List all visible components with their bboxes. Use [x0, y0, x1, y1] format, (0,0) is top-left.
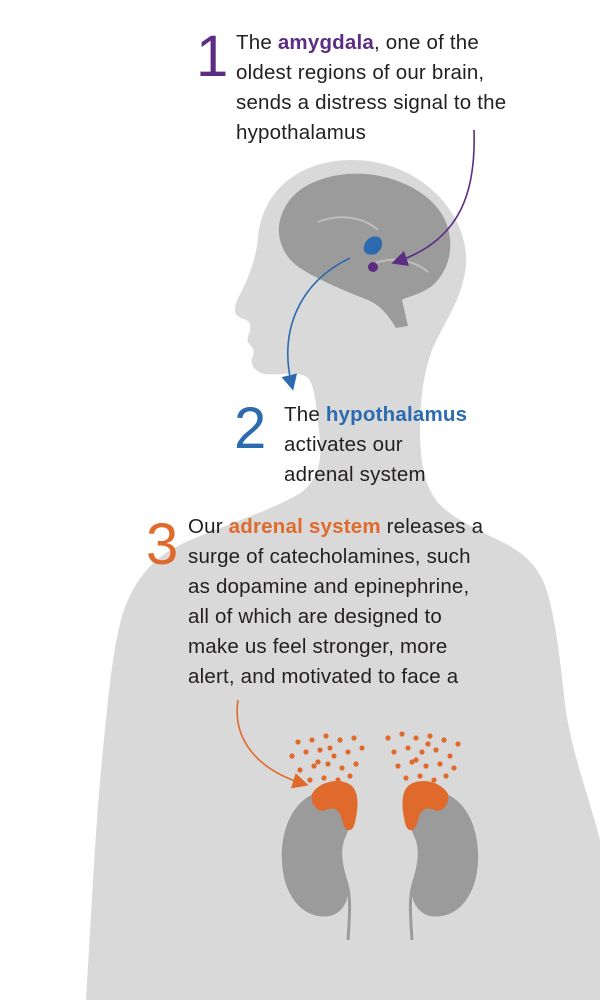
catecholamine-dot — [289, 753, 295, 759]
catecholamine-dot — [347, 773, 353, 779]
left-adrenal-gland — [311, 780, 358, 831]
catecholamine-dot — [433, 747, 439, 753]
step-3-highlight: adrenal system — [228, 515, 381, 538]
left-kidney — [281, 780, 358, 941]
catecholamine-dot — [417, 773, 423, 779]
step-3-line: surge of catecholamines, such — [188, 545, 471, 568]
catecholamine-dot — [419, 749, 425, 755]
step-3-line: make us feel stronger, more — [188, 635, 448, 658]
catecholamine-dot — [431, 777, 437, 783]
catecholamine-dot — [323, 733, 329, 739]
step-2-pre: The — [284, 403, 326, 426]
catecholamine-dot — [451, 765, 457, 771]
catecholamine-dot — [447, 753, 453, 759]
catecholamine-dot — [413, 735, 419, 741]
step-1-number: 1 — [196, 24, 229, 89]
catecholamine-dot — [321, 775, 327, 781]
catecholamine-dot — [307, 777, 313, 783]
catecholamine-dot — [427, 733, 433, 739]
catecholamine-dot — [345, 749, 351, 755]
catecholamine-dot — [405, 745, 411, 751]
right-kidney — [402, 780, 479, 941]
catecholamine-dot — [353, 761, 359, 767]
step-2-text: The hypothalamus activates our adrenal s… — [284, 400, 467, 490]
catecholamine-dot — [385, 735, 391, 741]
catecholamine-dot — [325, 761, 331, 767]
step-1-pre: The — [236, 31, 278, 54]
step-2-line: adrenal system — [284, 463, 426, 486]
catecholamine-dot — [455, 741, 461, 747]
catecholamine-dot — [327, 745, 333, 751]
arrow-3-adrenal — [236, 699, 309, 789]
catecholamine-dot — [309, 737, 315, 743]
step-3-text: Our adrenal system releases a surge of c… — [188, 512, 483, 692]
catecholamine-dot — [395, 763, 401, 769]
catecholamine-dot — [399, 731, 405, 737]
catecholamine-dot — [441, 737, 447, 743]
right-adrenal-gland — [402, 780, 449, 831]
arrow-2-hypothalamus-down — [281, 257, 351, 391]
catecholamine-dot — [425, 741, 431, 747]
catecholamine-dot — [311, 763, 317, 769]
catecholamine-dot — [351, 735, 357, 741]
step-3-line: releases a — [380, 515, 484, 538]
step-2-highlight: hypothalamus — [325, 403, 468, 426]
step-2-number: 2 — [234, 396, 267, 461]
catecholamine-dot — [423, 763, 429, 769]
step-1-text: The amygdala, one of the oldest regions … — [236, 28, 506, 148]
step-1-highlight: amygdala — [277, 31, 375, 54]
catecholamine-dot — [337, 737, 343, 743]
amygdala-dot — [368, 262, 378, 272]
catecholamine-dot — [443, 773, 449, 779]
catecholamine-dot — [295, 739, 301, 745]
catecholamine-dot — [317, 747, 323, 753]
catecholamine-dot — [409, 759, 415, 765]
catecholamine-particles — [289, 731, 461, 783]
step-3-line: as dopamine and epinephrine, — [188, 575, 470, 598]
step-1-line: sends a distress signal to the — [236, 91, 507, 114]
catecholamine-dot — [359, 745, 365, 751]
hypothalamus-shape — [363, 236, 383, 255]
catecholamine-dot — [339, 765, 345, 771]
catecholamine-dot — [403, 775, 409, 781]
catecholamine-dot — [297, 767, 303, 773]
step-2-line: activates our — [284, 433, 403, 456]
catecholamine-dot — [303, 749, 309, 755]
step-1-line: hypothalamus — [236, 121, 367, 144]
step-1-line: oldest regions of our brain, — [236, 61, 485, 84]
step-3-number: 3 — [146, 512, 179, 577]
human-silhouette — [86, 160, 600, 1000]
catecholamine-dot — [413, 757, 419, 763]
step-1-line: , one of the — [374, 31, 479, 54]
arrow-1-amygdala-to-brain — [391, 129, 475, 267]
step-3-line: alert, and motivated to face a — [188, 665, 459, 688]
catecholamine-dot — [331, 753, 337, 759]
catecholamine-dot — [437, 761, 443, 767]
brain-fold — [317, 216, 379, 231]
step-3-pre: Our — [188, 515, 229, 538]
catecholamine-dot — [391, 749, 397, 755]
catecholamine-dot — [315, 759, 321, 765]
step-3-line: all of which are designed to — [188, 605, 443, 628]
catecholamine-dot — [335, 777, 341, 783]
